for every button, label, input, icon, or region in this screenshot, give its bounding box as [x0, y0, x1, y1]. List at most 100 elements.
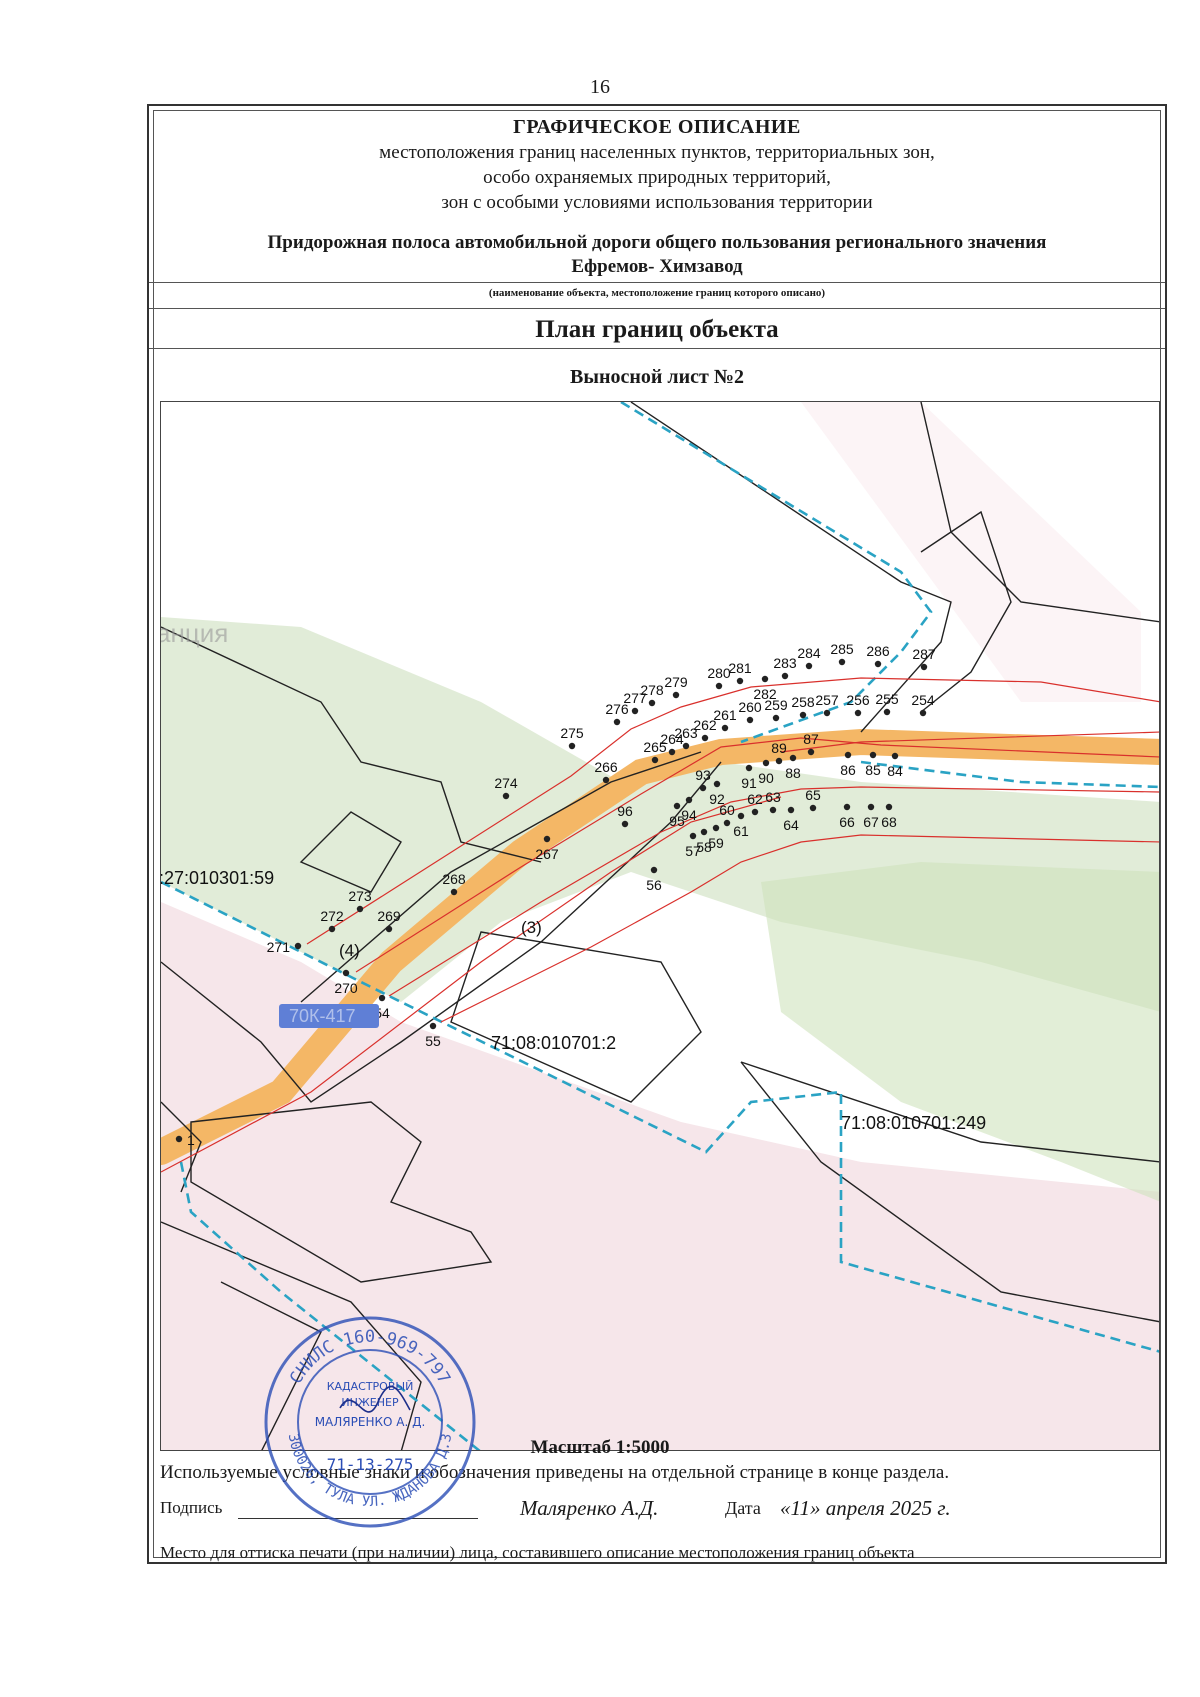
boundary-point: [712, 824, 720, 832]
cadastral-label: :27:010301:59: [161, 868, 274, 888]
boundary-point-label: 279: [664, 674, 688, 690]
boundary-point-label: 257: [815, 692, 839, 708]
stamp-center-3: МАЛЯРЕНКО А. Д.: [315, 1415, 426, 1429]
boundary-point-label: 86: [840, 762, 856, 778]
boundary-point-label: 84: [887, 763, 903, 779]
boundary-point: [787, 806, 795, 814]
boundary-point-label: 95: [669, 813, 685, 829]
background-station-text: анция: [161, 618, 228, 648]
legend-note: Используемые условные знаки и обозначени…: [160, 1462, 950, 1483]
boundary-point-label: 90: [758, 770, 774, 786]
boundary-point-label: 280: [707, 665, 731, 681]
boundary-point: [673, 802, 681, 810]
boundary-point-label: 63: [765, 789, 781, 805]
boundary-point: [723, 819, 731, 827]
boundary-point: [920, 663, 928, 671]
boundary-point-label: 283: [773, 655, 797, 671]
date-value: «11» апреля 2025 г.: [780, 1496, 951, 1520]
document-frame: ГРАФИЧЕСКОЕ ОПИСАНИЕ местоположения гран…: [147, 104, 1167, 1564]
boundary-point-label: 66: [839, 814, 855, 830]
boundary-point-label: 260: [738, 699, 762, 715]
date-label: Дата: [725, 1498, 761, 1518]
boundary-point: [328, 925, 336, 933]
boundary-point-label: 287: [912, 646, 936, 662]
boundary-point: [751, 808, 759, 816]
boundary-point-label: 263: [674, 725, 698, 741]
boundary-point: [651, 756, 659, 764]
boundary-point: [502, 792, 510, 800]
boundary-point-label: 271: [267, 939, 291, 955]
boundary-point-label: 59: [708, 835, 724, 851]
stamp-place-note: Место для оттиска печати (при наличии) л…: [160, 1543, 915, 1562]
parcel-lines: [161, 402, 1159, 1450]
boundary-point: [721, 724, 729, 732]
boundary-point-label: 261: [713, 707, 737, 723]
boundary-point: [867, 803, 875, 811]
plan-title: План границ объекта: [535, 316, 779, 343]
boundary-point-label: 266: [594, 759, 618, 775]
sheet-title: Выносной лист №2: [570, 366, 744, 388]
boundary-point-label: 60: [719, 802, 735, 818]
green-area: [761, 862, 1159, 1202]
boundary-point-label: 91: [741, 775, 757, 791]
boundary-point: [775, 757, 783, 765]
object-name-line-2: Ефремов- Химзавод: [571, 256, 743, 277]
boundary-point: [737, 812, 745, 820]
boundary-point-label: 94: [681, 807, 697, 823]
road-band: [161, 728, 1159, 1165]
boundary-point: [781, 672, 789, 680]
boundary-point-label: 274: [494, 775, 518, 791]
boundary-point: [746, 716, 754, 724]
boundary-point-label: 85: [865, 762, 881, 778]
boundary-point-label: 56: [646, 877, 662, 893]
boundary-point-label: 89: [771, 740, 787, 756]
boundary-point: [769, 806, 777, 814]
boundary-point: [823, 709, 831, 717]
boundary-point-label: 273: [348, 888, 372, 904]
boundary-point-label: 285: [830, 641, 854, 657]
boundary-point-label: 87: [803, 731, 819, 747]
boundary-point: [450, 888, 458, 896]
document-frame-inner: [153, 110, 1161, 1558]
boundary-point-label: 64: [783, 817, 799, 833]
boundary-point-label: 67: [863, 814, 879, 830]
boundary-point-label: 264: [660, 731, 684, 747]
boundary-point: [713, 780, 721, 788]
boundary-point: [294, 942, 302, 950]
boundary-point: [385, 925, 393, 933]
boundary-point: [175, 1135, 183, 1143]
boundary-point: [715, 682, 723, 690]
object-name-line-1: Придорожная полоса автомобильной дороги …: [267, 232, 1047, 253]
cadastral-label: 71:08:010701:2: [491, 1033, 616, 1053]
boundary-point-label: 58: [696, 839, 712, 855]
boundary-point: [543, 835, 551, 843]
boundary-point: [761, 675, 769, 683]
header-line-2: особо охраняемых природных территорий,: [483, 167, 831, 188]
boundary-point: [700, 828, 708, 836]
boundary-point: [621, 820, 629, 828]
boundary-point-label: 262: [693, 717, 717, 733]
boundary-point-label: 270: [334, 980, 358, 996]
signature-label: Подпись: [160, 1498, 223, 1517]
signature-line: [238, 1518, 478, 1519]
boundary-point: [685, 796, 693, 804]
boundary-point-label: 265: [643, 739, 667, 755]
boundary-point-label: 1: [187, 1132, 195, 1148]
stamp-seal: СНИЛС 160-969-797 300026, ТУЛА УЛ. ЖДАНО…: [264, 1316, 476, 1528]
boundary-point: [648, 699, 656, 707]
boundary-point: [745, 764, 753, 772]
boundary-point-label: 278: [640, 682, 664, 698]
zone-boundary: [161, 402, 1159, 1450]
boundary-point: [378, 994, 386, 1002]
boundary-lines: [161, 677, 1159, 1173]
boundary-point-label: 254: [911, 692, 935, 708]
boundary-point: [342, 969, 350, 977]
boundary-point-label: 268: [442, 871, 466, 887]
road-label-bg: [279, 1004, 379, 1028]
boundary-point: [689, 832, 697, 840]
document-title: ГРАФИЧЕСКОЕ ОПИСАНИЕ: [513, 116, 801, 138]
boundary-point: [762, 759, 770, 767]
pink-area: [161, 902, 1159, 1450]
boundary-point: [682, 742, 690, 750]
